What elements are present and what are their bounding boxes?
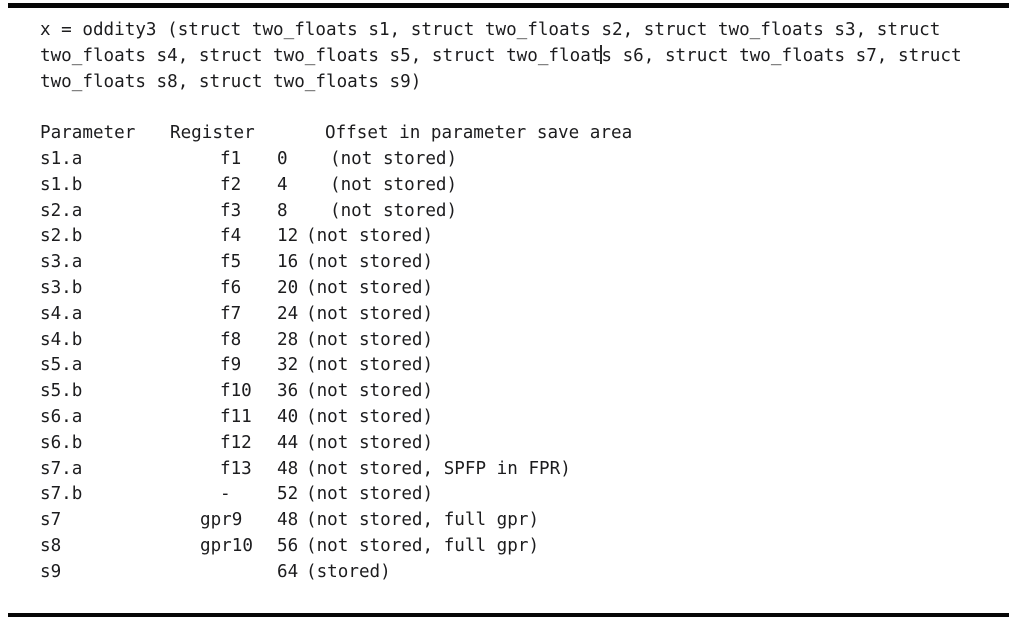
note-cell: (not stored)	[330, 200, 458, 221]
offset-cell: 28	[277, 329, 299, 350]
table-row: s4.a f7 24 (not stored)	[0, 302, 1018, 328]
register-cell: f5	[220, 252, 242, 273]
table-row: s1.b f2 4 (not stored)	[0, 173, 1018, 199]
parameter-cell: s5.b	[40, 381, 83, 402]
table-row: s6.a f11 40 (not stored)	[0, 405, 1018, 431]
note-cell: (not stored)	[306, 406, 434, 427]
parameter-cell: s7	[40, 510, 62, 531]
offset-cell: 8	[277, 200, 288, 221]
column-header-register: Register	[170, 123, 255, 144]
parameter-cell: s1.b	[40, 174, 83, 195]
register-cell: f9	[220, 355, 242, 376]
offset-cell: 24	[277, 303, 299, 324]
table-row: s7 gpr9 48 (not stored, full gpr)	[0, 508, 1018, 534]
parameter-cell: s5.a	[40, 355, 83, 376]
column-header-parameter: Parameter	[40, 123, 136, 144]
note-cell: (not stored)	[306, 277, 434, 298]
note-cell: (not stored)	[306, 329, 434, 350]
offset-cell: 40	[277, 406, 299, 427]
table-row: s3.b f6 20 (not stored)	[0, 276, 1018, 302]
note-cell: (not stored, SPFP in FPR)	[306, 458, 571, 479]
register-cell: f8	[220, 329, 242, 350]
table-row: s7.b - 52 (not stored)	[0, 482, 1018, 508]
offset-cell: 20	[277, 277, 299, 298]
table-row: s6.b f12 44 (not stored)	[0, 431, 1018, 457]
table-row: s5.b f10 36 (not stored)	[0, 379, 1018, 405]
parameter-cell: s9	[40, 561, 62, 582]
offset-cell: 36	[277, 381, 299, 402]
offset-cell: 16	[277, 252, 299, 273]
register-cell: f13	[220, 458, 252, 479]
register-cell: f4	[220, 226, 242, 247]
table-row: s7.a f13 48 (not stored, SPFP in FPR)	[0, 457, 1018, 483]
offset-cell: 4	[277, 174, 288, 195]
code-line-2-before-cursor: two_floats s4, struct two_floats s5, str…	[40, 45, 602, 66]
offset-cell: 44	[277, 432, 299, 453]
parameter-cell: s1.a	[40, 148, 83, 169]
table-row: s5.a f9 32 (not stored)	[0, 353, 1018, 379]
code-line-3: two_floats s8, struct two_floats s9)	[40, 71, 422, 92]
column-header-offset: Offset in parameter save area	[325, 123, 633, 144]
bottom-rule	[8, 613, 1009, 617]
note-cell: (not stored)	[306, 355, 434, 376]
note-cell: (not stored)	[306, 303, 434, 324]
offset-cell: 12	[277, 226, 299, 247]
note-cell: (not stored)	[330, 174, 458, 195]
parameter-cell: s6.b	[40, 432, 83, 453]
table-header-row: Parameter Register Offset in parameter s…	[0, 121, 1018, 147]
register-cell: f11	[220, 406, 252, 427]
code-line-2-after-cursor: s s6, struct two_floats s7, struct	[601, 45, 962, 66]
code-line-1: x = oddity3 (struct two_floats s1, struc…	[40, 20, 941, 40]
note-cell: (not stored, full gpr)	[306, 535, 540, 556]
note-cell: (not stored)	[306, 252, 434, 273]
register-cell: gpr9	[200, 510, 243, 531]
parameter-cell: s7.a	[40, 458, 83, 479]
register-cell: f3	[220, 200, 242, 221]
top-rule	[8, 3, 1009, 8]
register-cell: gpr10	[200, 535, 253, 556]
parameter-cell: s2.a	[40, 200, 83, 221]
note-cell: (stored)	[306, 561, 391, 582]
offset-cell: 56	[277, 535, 299, 556]
register-cell: f7	[220, 303, 242, 324]
table-row: s2.b f4 12 (not stored)	[0, 224, 1018, 250]
offset-cell: 32	[277, 355, 299, 376]
note-cell: (not stored)	[306, 381, 434, 402]
text-cursor	[600, 44, 603, 64]
offset-cell: 48	[277, 458, 299, 479]
parameter-cell: s4.b	[40, 329, 83, 350]
note-cell: (not stored)	[330, 148, 458, 169]
register-cell: f2	[220, 174, 242, 195]
parameter-cell: s2.b	[40, 226, 83, 247]
offset-cell: 52	[277, 484, 299, 505]
parameter-cell: s6.a	[40, 406, 83, 427]
note-cell: (not stored)	[306, 226, 434, 247]
table-row: s8 gpr10 56 (not stored, full gpr)	[0, 534, 1018, 560]
table-row: s3.a f5 16 (not stored)	[0, 250, 1018, 276]
note-cell: (not stored, full gpr)	[306, 510, 540, 531]
parameter-cell: s3.b	[40, 277, 83, 298]
table-row: s4.b f8 28 (not stored)	[0, 328, 1018, 354]
parameter-cell: s7.b	[40, 484, 83, 505]
register-cell: f6	[220, 277, 242, 298]
code-line-2: two_floats s4, struct two_floats s5, str…	[0, 44, 1018, 70]
offset-cell: 48	[277, 510, 299, 531]
register-cell: -	[220, 484, 231, 505]
parameter-cell: s8	[40, 535, 62, 556]
register-cell: f1	[220, 148, 242, 169]
note-cell: (not stored)	[306, 484, 434, 505]
parameter-cell: s3.a	[40, 252, 83, 273]
parameter-cell: s4.a	[40, 303, 83, 324]
offset-cell: 64	[277, 561, 299, 582]
note-cell: (not stored)	[306, 432, 434, 453]
figure-text-area[interactable]: x = oddity3 (struct two_floats s1, struc…	[0, 18, 1018, 586]
register-cell: f12	[220, 432, 252, 453]
table-row: s1.a f1 0 (not stored)	[0, 147, 1018, 173]
register-cell: f10	[220, 381, 252, 402]
table-row: s9 64 (stored)	[0, 560, 1018, 586]
table-row: s2.a f3 8 (not stored)	[0, 199, 1018, 225]
offset-cell: 0	[277, 148, 288, 169]
